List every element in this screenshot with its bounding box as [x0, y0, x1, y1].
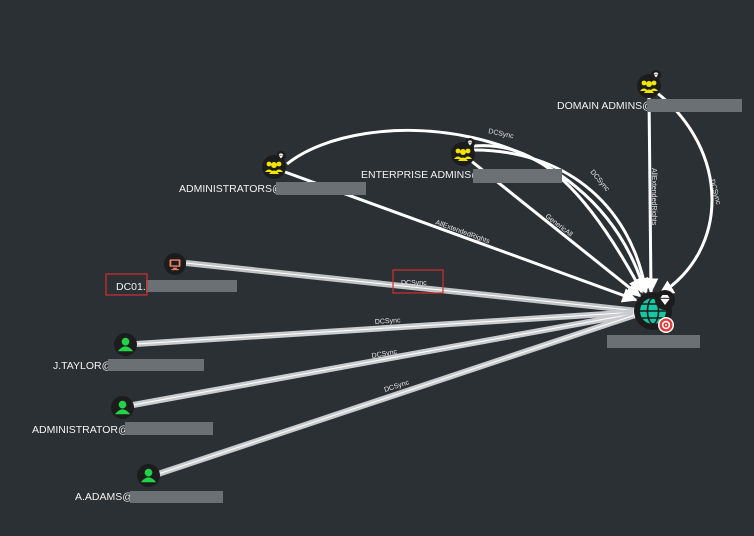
node-domain-admins[interactable]: DOMAIN ADMINS@: [557, 70, 742, 112]
user-icon: [114, 333, 137, 356]
node-label: ADMINISTRATOR@: [32, 424, 129, 436]
edge-label-ea-dcsync[interactable]: DCSync: [488, 128, 515, 140]
node-domain-target[interactable]: [607, 290, 700, 348]
node-label: J.TAYLOR@: [53, 360, 112, 372]
node-j-taylor[interactable]: J.TAYLOR@: [53, 333, 204, 372]
redacted-text: [146, 280, 237, 292]
user-icon: [111, 396, 134, 419]
gem-icon: [276, 151, 286, 161]
node-label: DOMAIN ADMINS@: [557, 100, 653, 112]
edge-domain-admins-allextendedrights[interactable]: [643, 94, 659, 294]
highlight-box-dc01: [105, 273, 148, 296]
edge-label-da-allextendedrights[interactable]: AllExtendedRights: [650, 168, 657, 226]
redacted-text: [647, 99, 742, 112]
computer-icon: [164, 253, 186, 275]
node-administrators[interactable]: ADMINISTRATORS@: [179, 151, 366, 195]
node-dc01[interactable]: DC01.: [105, 253, 237, 296]
edge-label-administrators-allextendedrights[interactable]: AllExtendedRights: [434, 219, 491, 245]
redacted-text: [130, 491, 223, 503]
edge-enterprise-admins-curve[interactable]: [473, 144, 644, 294]
node-label: ADMINISTRATORS@: [179, 183, 283, 195]
node-a-adams[interactable]: A.ADAMS@: [75, 464, 223, 503]
gem-icon: [651, 70, 661, 80]
node-label: A.ADAMS@: [75, 491, 133, 503]
highlight-box-dcsync: [392, 269, 444, 294]
redacted-text: [108, 359, 204, 371]
edge-domain-admins-dcsync[interactable]: [655, 90, 714, 296]
edge-label-jtaylor-dcsync[interactable]: DCSync: [375, 317, 402, 326]
target-badge-icon: [658, 317, 674, 333]
redacted-text: [473, 169, 562, 183]
gem-icon: [655, 290, 675, 310]
edge-enterprise-admins-dcsync[interactable]: [473, 148, 652, 294]
redacted-text: [276, 182, 366, 195]
node-administrator[interactable]: ADMINISTRATOR@: [32, 396, 213, 436]
edge-label-da-dcsync[interactable]: DCSync: [708, 179, 722, 206]
edge-administrators-curve[interactable]: [286, 128, 649, 294]
redacted-text: [607, 335, 700, 348]
edge-label-ea-genericall[interactable]: GenericAll: [544, 213, 574, 239]
node-label: ENTERPRISE ADMINS@: [361, 169, 482, 181]
redacted-text: [125, 422, 213, 435]
node-enterprise-admins[interactable]: ENTERPRISE ADMINS@: [361, 138, 562, 183]
user-icon: [137, 464, 160, 487]
edge-label-administrator-dcsync[interactable]: DCSync: [371, 349, 398, 360]
edge-label-dc01-dcsync[interactable]: DCSync: [401, 280, 427, 287]
gem-icon: [465, 138, 475, 148]
node-label: DC01.: [116, 281, 146, 293]
